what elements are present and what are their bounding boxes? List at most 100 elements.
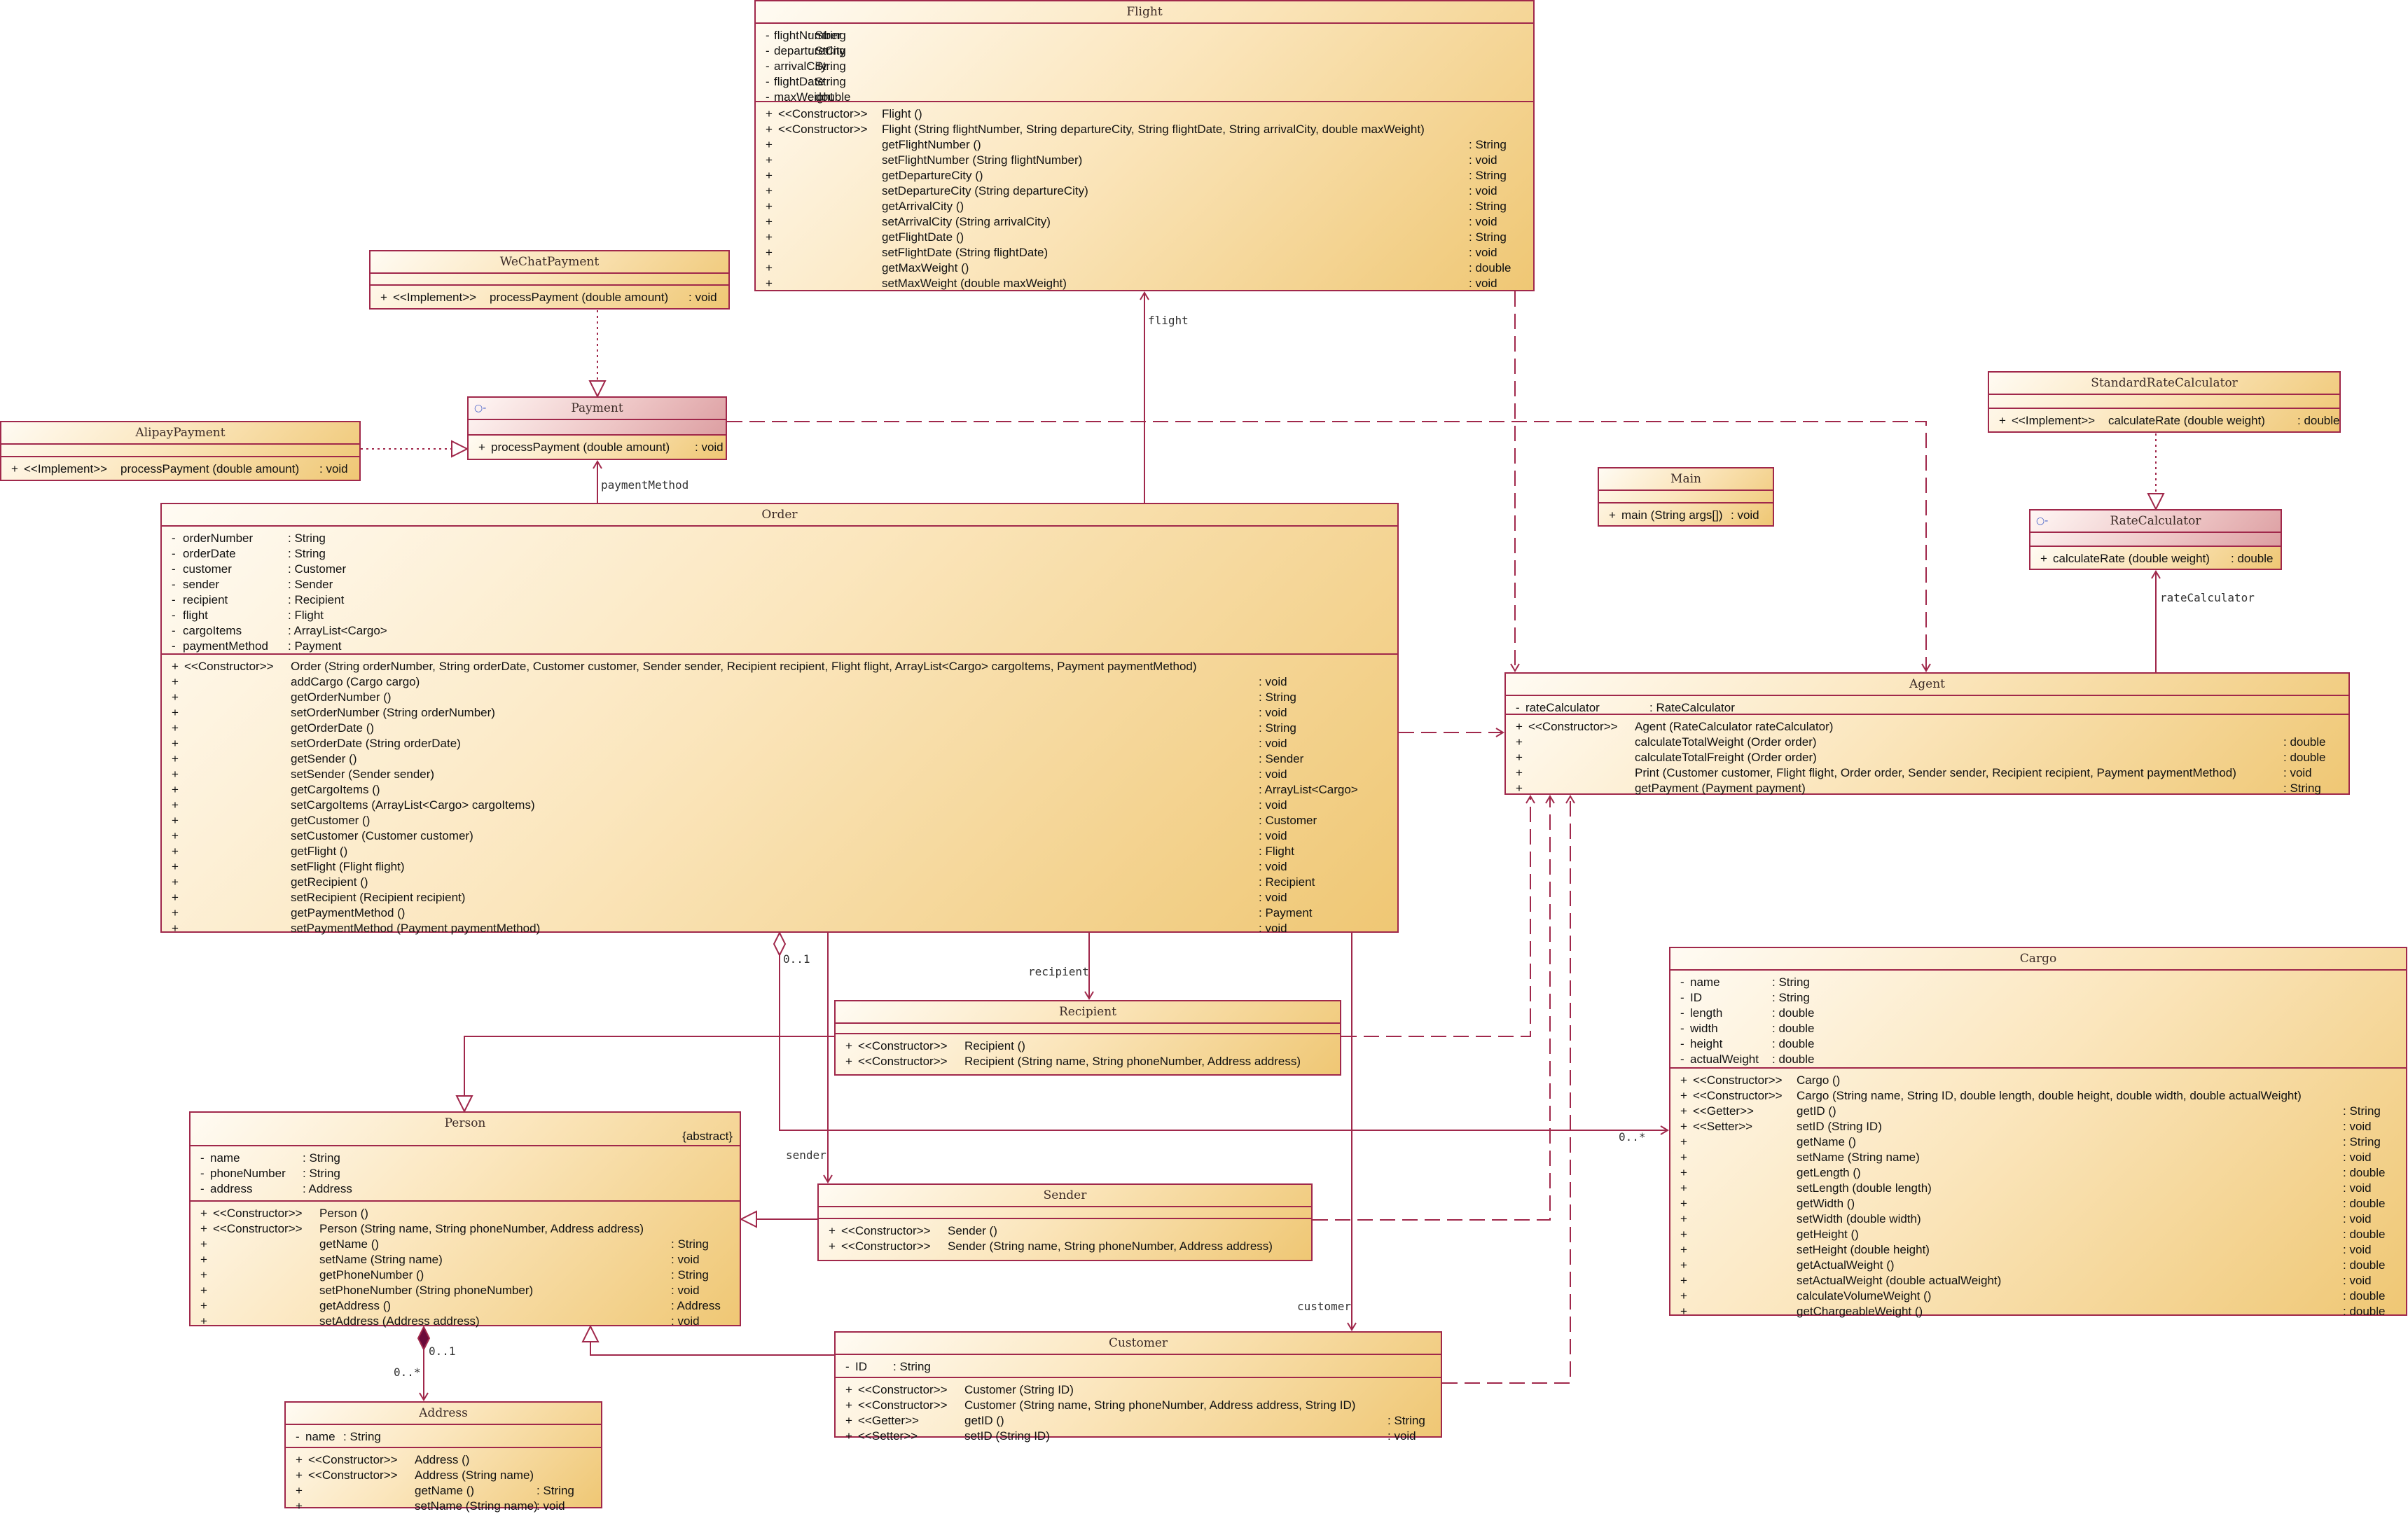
class-address[interactable]: Address-name: String+<<Constructor>>Addr… <box>284 1401 602 1513</box>
operation-row: +getFlightNumber (): String <box>756 137 1533 153</box>
operation-signature: getWidth () <box>1797 1197 1855 1210</box>
visibility-marker: - <box>1680 991 1684 1004</box>
class-recipient[interactable]: Recipient+<<Constructor>>Recipient ()+<<… <box>834 1000 1341 1076</box>
class-customer[interactable]: Customer-ID: String+<<Constructor>>Custo… <box>834 1331 1442 1443</box>
operation-signature: Cargo (String name, String ID, double le… <box>1797 1089 2302 1102</box>
visibility-marker: + <box>1516 720 1523 733</box>
visibility-marker: + <box>1680 1104 1687 1118</box>
operation-row: +getSender (): Sender <box>162 751 1397 767</box>
class-payment[interactable]: ○-Payment+processPayment (double amount)… <box>467 396 727 460</box>
operation-return-type: : String <box>671 1268 709 1282</box>
operation-signature: getActualWeight () <box>1797 1258 1895 1272</box>
operation-stereotype: <<Getter>> <box>1693 1104 1754 1118</box>
class-person[interactable]: Person{abstract}-name: String-phoneNumbe… <box>189 1111 741 1329</box>
class-stdrate[interactable]: StandardRateCalculator+<<Implement>>calc… <box>1988 371 2341 433</box>
operation-signature: setOrderNumber (String orderNumber) <box>291 706 495 719</box>
visibility-marker: + <box>1999 414 2006 427</box>
visibility-marker: + <box>1516 751 1523 764</box>
attribute-compartment <box>469 419 726 424</box>
visibility-marker: + <box>172 798 179 812</box>
operation-row: +<<Constructor>>Address (String name) <box>286 1468 601 1483</box>
visibility-marker: + <box>172 768 179 781</box>
class-cargo[interactable]: Cargo-name: String-ID: String-length: do… <box>1669 947 2407 1318</box>
operation-row: +<<Setter>>setID (String ID): void <box>836 1429 1441 1444</box>
operation-signature: getID () <box>1797 1104 1836 1118</box>
attribute-type: : Recipient <box>288 593 345 606</box>
visibility-marker: - <box>200 1151 205 1165</box>
class-name: Customer <box>836 1333 1441 1354</box>
operation-signature: getCustomer () <box>291 814 371 827</box>
attribute-row: -rateCalculator: RateCalculator <box>1506 700 2348 716</box>
operation-return-type: : double <box>2231 552 2274 565</box>
class-flight[interactable]: Flight-flightNumber: String-departureCit… <box>754 0 1535 291</box>
attribute-compartment <box>1599 489 1773 495</box>
operation-row: +<<Constructor>>Recipient (String name, … <box>836 1054 1340 1069</box>
operation-row: +setAddress (Address address): void <box>191 1314 740 1329</box>
visibility-marker: + <box>766 200 773 213</box>
operation-row: +calculateTotalFreight (Order order): do… <box>1506 750 2348 765</box>
operation-signature: setPhoneNumber (String phoneNumber) <box>319 1284 534 1297</box>
operation-signature: Flight (String flightNumber, String depa… <box>882 123 1425 136</box>
visibility-marker: - <box>766 44 770 57</box>
operation-return-type: : String <box>1388 1414 1425 1427</box>
operation-row: +setCustomer (Customer customer): void <box>162 828 1397 844</box>
attribute-compartment <box>1 443 359 449</box>
operation-row: +getName (): String <box>191 1237 740 1252</box>
class-sender[interactable]: Sender+<<Constructor>>Sender ()+<<Constr… <box>817 1183 1313 1261</box>
attribute-type: : String <box>808 29 846 42</box>
visibility-marker: + <box>1680 1305 1687 1318</box>
operation-signature: processPayment (double amount) <box>120 462 300 475</box>
operation-signature: Person () <box>319 1207 368 1220</box>
operation-row: +setName (String name): void <box>1670 1150 2406 1165</box>
operation-row: +getName (): String <box>1670 1134 2406 1150</box>
visibility-marker: + <box>766 123 773 136</box>
operation-stereotype: <<Constructor>> <box>1693 1089 1783 1102</box>
attribute-row: -orderNumber: String <box>162 531 1397 546</box>
visibility-marker: + <box>172 752 179 765</box>
visibility-marker: - <box>766 90 770 104</box>
attribute-name: paymentMethod <box>183 639 268 653</box>
attribute-name: height <box>1690 1037 1723 1050</box>
class-ratecalc[interactable]: ○-RateCalculator+calculateRate (double w… <box>2029 509 2282 570</box>
operation-return-type: : double <box>2283 751 2326 764</box>
operation-return-type: : double <box>2343 1228 2386 1241</box>
class-name: Agent <box>1506 674 2348 695</box>
attribute-type: : String <box>808 75 846 88</box>
operation-stereotype: <<Implement>> <box>393 291 477 304</box>
visibility-marker: - <box>172 624 176 637</box>
operation-row: +calculateTotalWeight (Order order): dou… <box>1506 735 2348 750</box>
visibility-marker: - <box>172 609 176 622</box>
operation-signature: setFlightNumber (String flightNumber) <box>882 153 1083 167</box>
attribute-row: -flightNumber: String <box>756 28 1533 43</box>
operation-return-type: : void <box>1259 860 1287 873</box>
operation-return-type: : double <box>2343 1197 2386 1210</box>
class-wechat[interactable]: WeChatPayment+<<Implement>>processPaymen… <box>369 250 730 310</box>
operation-signature: Sender (String name, String phoneNumber,… <box>948 1239 1273 1253</box>
class-alipay[interactable]: AlipayPayment+<<Implement>>processPaymen… <box>0 421 361 481</box>
visibility-marker: + <box>172 814 179 827</box>
class-name: ○-Payment <box>469 398 726 419</box>
visibility-marker: - <box>845 1360 850 1373</box>
operation-signature: calculateTotalWeight (Order order) <box>1635 735 1817 749</box>
operation-return-type: : void <box>1259 891 1287 904</box>
visibility-marker: + <box>829 1224 836 1237</box>
class-agent[interactable]: Agent-rateCalculator: RateCalculator+<<C… <box>1504 672 2350 795</box>
visibility-marker: + <box>1516 766 1523 779</box>
operation-row: +getPhoneNumber (): String <box>191 1268 740 1283</box>
operation-return-type: : double <box>2343 1258 2386 1272</box>
attribute-name: ID <box>855 1360 867 1373</box>
attribute-type: : String <box>288 547 326 560</box>
class-main[interactable]: Main+main (String args[]): void <box>1598 467 1774 527</box>
class-order[interactable]: Order-orderNumber: String-orderDate: Str… <box>160 503 1399 935</box>
operation-return-type: : void <box>1469 215 1497 228</box>
class-title: Flight <box>1126 5 1163 19</box>
attribute-row: -paymentMethod: Payment <box>162 639 1397 654</box>
operation-return-type: : String <box>1259 721 1296 735</box>
operation-signature: setWidth (double width) <box>1797 1212 1921 1225</box>
attribute-type: : double <box>1772 1053 1815 1066</box>
operation-return-type: : String <box>537 1484 574 1497</box>
operation-row: +getFlight (): Flight <box>162 844 1397 859</box>
visibility-marker: + <box>1680 1243 1687 1256</box>
attribute-row: -address: Address <box>191 1181 740 1197</box>
attribute-name: width <box>1690 1022 1718 1035</box>
